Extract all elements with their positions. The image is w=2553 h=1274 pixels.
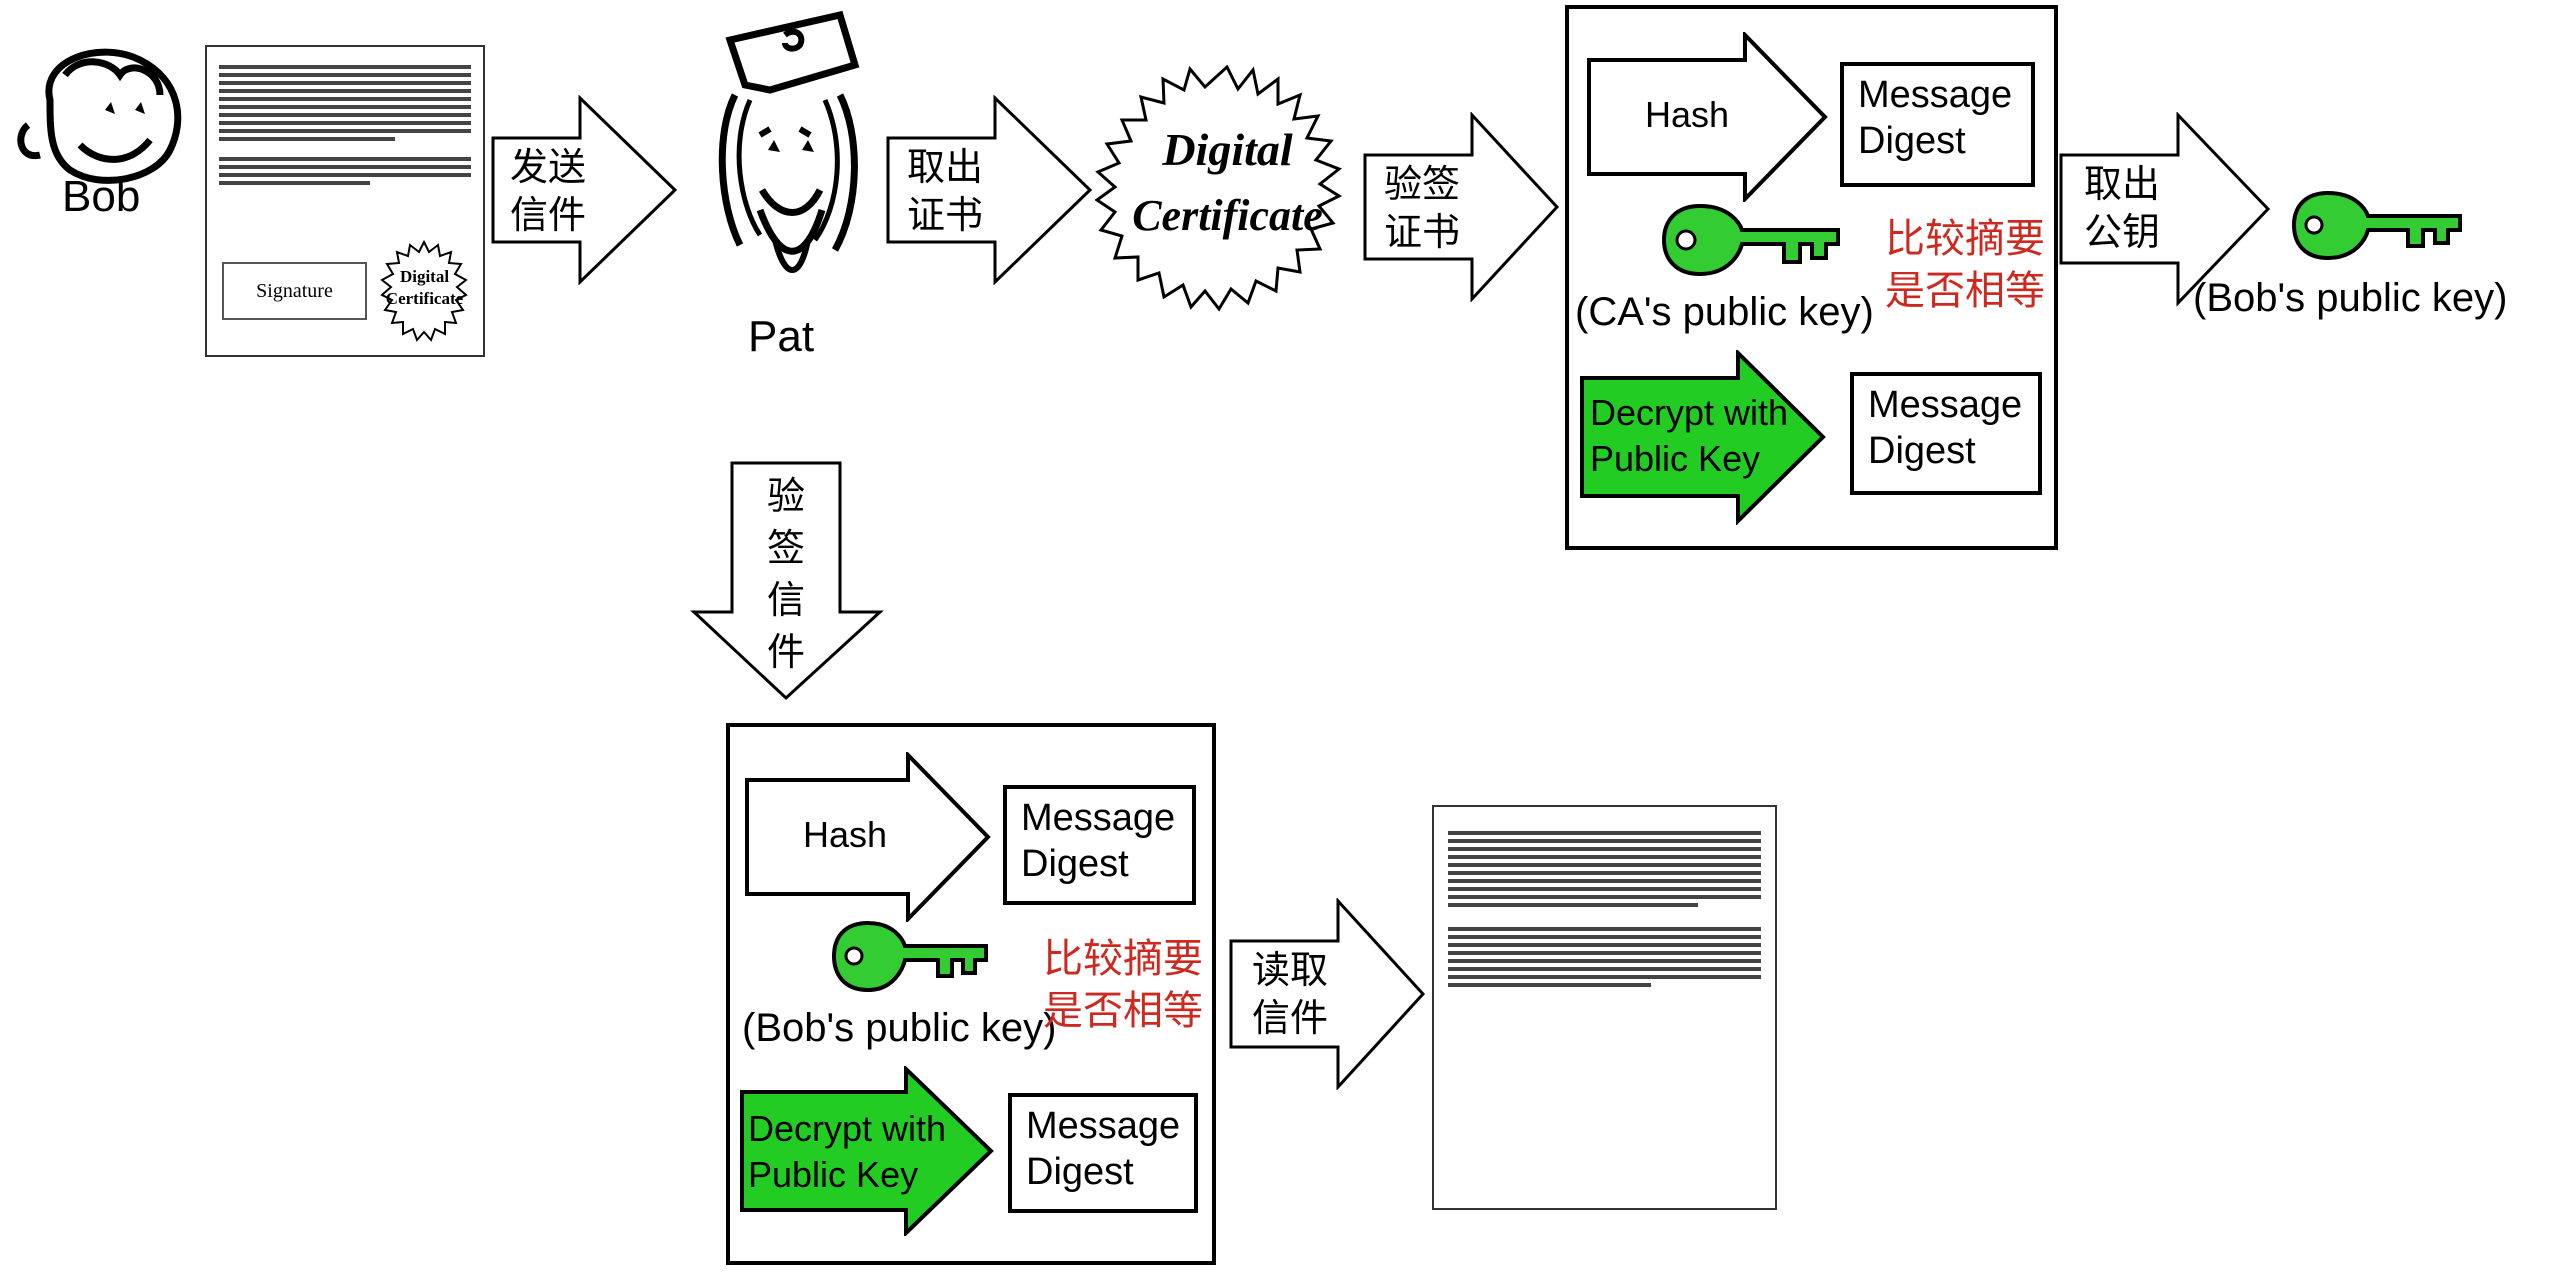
verified-letter (1432, 805, 1777, 1210)
top-decrypt-line1: Decrypt with (1590, 392, 1789, 433)
cert-seal-line2: Certificate (1132, 191, 1323, 240)
verify-letter-char2: 签 (766, 526, 805, 570)
top-compare-text: 比较摘要 是否相等 (1885, 213, 2045, 317)
read-letter-arrow: 读取 信件 (1228, 898, 1428, 1090)
bottom-compare-line1: 比较摘要 (1043, 936, 1203, 982)
letter-cert-line1: Digital (399, 267, 450, 286)
top-digest2-line1: Message (1868, 384, 2023, 426)
pat-face (690, 5, 880, 305)
bottom-message-digest: Message Digest (1003, 785, 1196, 905)
bob-face (10, 40, 200, 190)
send-letter-arrow: 发送 信件 (490, 95, 680, 285)
verify-cert-arrow: 验签 证书 (1362, 112, 1562, 302)
bottom-compare-line2: 是否相等 (1043, 988, 1203, 1034)
send-letter-line1: 发送 (509, 145, 586, 189)
verify-cert-line2: 证书 (1383, 210, 1460, 254)
ca-key-icon (1660, 200, 1845, 280)
verify-letter-char1: 验 (766, 474, 805, 518)
bottom-message-digest-2: Message Digest (1008, 1093, 1198, 1213)
bottom-digest2-line2: Digest (1026, 1151, 1134, 1193)
read-letter-line1: 读取 (1251, 948, 1328, 992)
top-message-digest-2: Message Digest (1850, 372, 2042, 495)
bottom-hash-arrow: Hash (743, 752, 993, 922)
top-digest-line1: Message (1858, 74, 2013, 116)
bottom-bob-key-icon (830, 918, 990, 996)
top-hash-arrow: Hash (1585, 32, 1830, 202)
bottom-hash-label: Hash (803, 814, 888, 855)
bottom-digest-line1: Message (1021, 797, 1176, 839)
send-letter-line2: 信件 (509, 193, 586, 237)
top-hash-label: Hash (1645, 94, 1730, 135)
bottom-digest2-line1: Message (1026, 1105, 1181, 1147)
extract-pubkey-arrow: 取出 公钥 (2058, 112, 2273, 307)
letter-cert-line2: Certificate (385, 289, 464, 308)
verify-cert-line1: 验签 (1383, 162, 1460, 206)
bottom-decrypt-line1: Decrypt with (748, 1108, 947, 1149)
letter-cert-badge: Digital Certificate (372, 239, 477, 345)
bob-key-icon (2290, 188, 2465, 263)
bottom-decrypt-line2: Public Key (748, 1154, 919, 1195)
bob-public-key-label: (Bob's public key) (2193, 276, 2508, 320)
verify-letter-char3: 信 (766, 578, 805, 622)
bottom-digest-line2: Digest (1021, 843, 1129, 885)
top-digest-line2: Digest (1858, 120, 1966, 162)
pat-label: Pat (748, 312, 815, 361)
ca-public-key-label: (CA's public key) (1575, 290, 1874, 334)
bottom-decrypt-arrow: Decrypt with Public Key (738, 1066, 995, 1236)
top-digest2-line2: Digest (1868, 430, 1976, 472)
top-compare-line1: 比较摘要 (1885, 216, 2045, 262)
extract-pubkey-line2: 公钥 (2083, 210, 2160, 254)
top-decrypt-arrow: Decrypt with Public Key (1578, 350, 1828, 525)
signature-box: Signature (222, 262, 367, 320)
extract-cert-arrow: 取出 证书 (885, 95, 1095, 285)
bottom-bob-key-label: (Bob's public key) (742, 1006, 1057, 1050)
cert-seal-line1: Digital (1162, 124, 1293, 175)
top-decrypt-line2: Public Key (1590, 438, 1761, 479)
verify-letter-char4: 件 (766, 630, 805, 674)
verify-letter-arrow: 验 签 信 件 (690, 460, 885, 702)
extract-cert-line1: 取出 (906, 145, 983, 189)
bob-label: Bob (62, 172, 141, 221)
signature-label: Signature (256, 280, 333, 302)
digital-certificate-seal: Digital Certificate (1094, 64, 1360, 320)
extract-cert-line2: 证书 (906, 193, 983, 237)
top-message-digest: Message Digest (1840, 62, 2035, 187)
bottom-compare-text: 比较摘要 是否相等 (1043, 933, 1203, 1037)
read-letter-line2: 信件 (1251, 996, 1328, 1040)
top-compare-line2: 是否相等 (1885, 268, 2045, 314)
extract-pubkey-line1: 取出 (2083, 162, 2160, 206)
